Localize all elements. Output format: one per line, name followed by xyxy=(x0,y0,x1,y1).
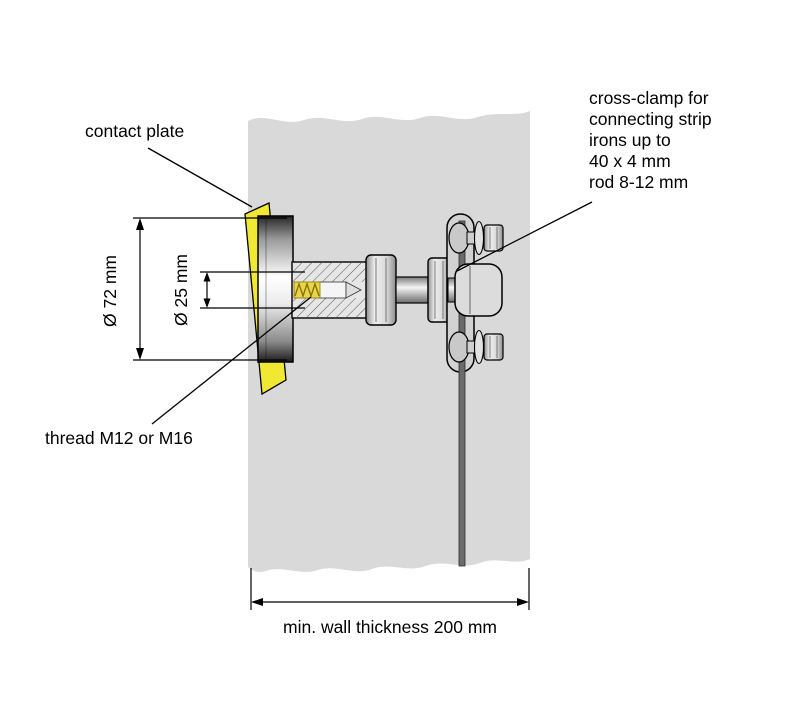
dim-72-lines xyxy=(133,217,287,361)
hex-nut-outer-facets xyxy=(434,261,444,319)
hex-nut-inner xyxy=(365,254,397,326)
dim-25-lines xyxy=(200,271,305,309)
clamp-bolt-bottom-nut xyxy=(483,333,504,361)
hex-nut-inner-facets xyxy=(375,258,387,322)
connecting-rod xyxy=(395,276,429,304)
contact-plate-label: contact plate xyxy=(85,121,184,141)
cross-clamp-label-line5: rod 8-12 mm xyxy=(589,172,688,192)
cross-clamp-label-line4: 40 x 4 mm xyxy=(589,151,671,171)
dim-25-arrowheads xyxy=(203,272,211,308)
thread-label: thread M12 or M16 xyxy=(45,428,193,448)
wall-thickness-label: min. wall thickness 200 mm xyxy=(283,617,497,637)
bore-hole xyxy=(317,281,347,299)
cross-clamp-body xyxy=(454,263,503,317)
contact-plate-side-view xyxy=(257,215,294,363)
clamp-bolt-top-washer xyxy=(473,220,485,256)
clamp-bolt-top-head xyxy=(448,222,470,254)
clamp-bolt-bottom-washer xyxy=(473,329,485,365)
thread-zigzag xyxy=(294,281,320,299)
bore-tip xyxy=(345,281,362,299)
threaded-socket-hatching-top xyxy=(292,262,368,282)
diameter-25-label: Ø 25 mm xyxy=(171,254,191,326)
cross-clamp-leader-line xyxy=(456,201,593,272)
cross-clamp-label-line2: connecting strip xyxy=(589,109,712,129)
diameter-72-label: Ø 72 mm xyxy=(100,255,120,327)
contact-plate-leader-line xyxy=(147,147,253,208)
strip-iron xyxy=(458,220,466,567)
threaded-socket-hatching-bottom xyxy=(292,298,368,318)
clamp-bolt-top-nut-facets xyxy=(489,227,498,249)
clamp-bolt-top-nut xyxy=(483,224,504,252)
clamp-bolt-bottom-nut-facets xyxy=(489,336,498,358)
clamp-bolt-bottom-head xyxy=(448,331,470,363)
cross-clamp-label-line1: cross-clamp for xyxy=(589,88,709,108)
wall-thickness-lines xyxy=(250,568,530,610)
cross-clamp-label-line3: irons up to xyxy=(589,130,671,150)
